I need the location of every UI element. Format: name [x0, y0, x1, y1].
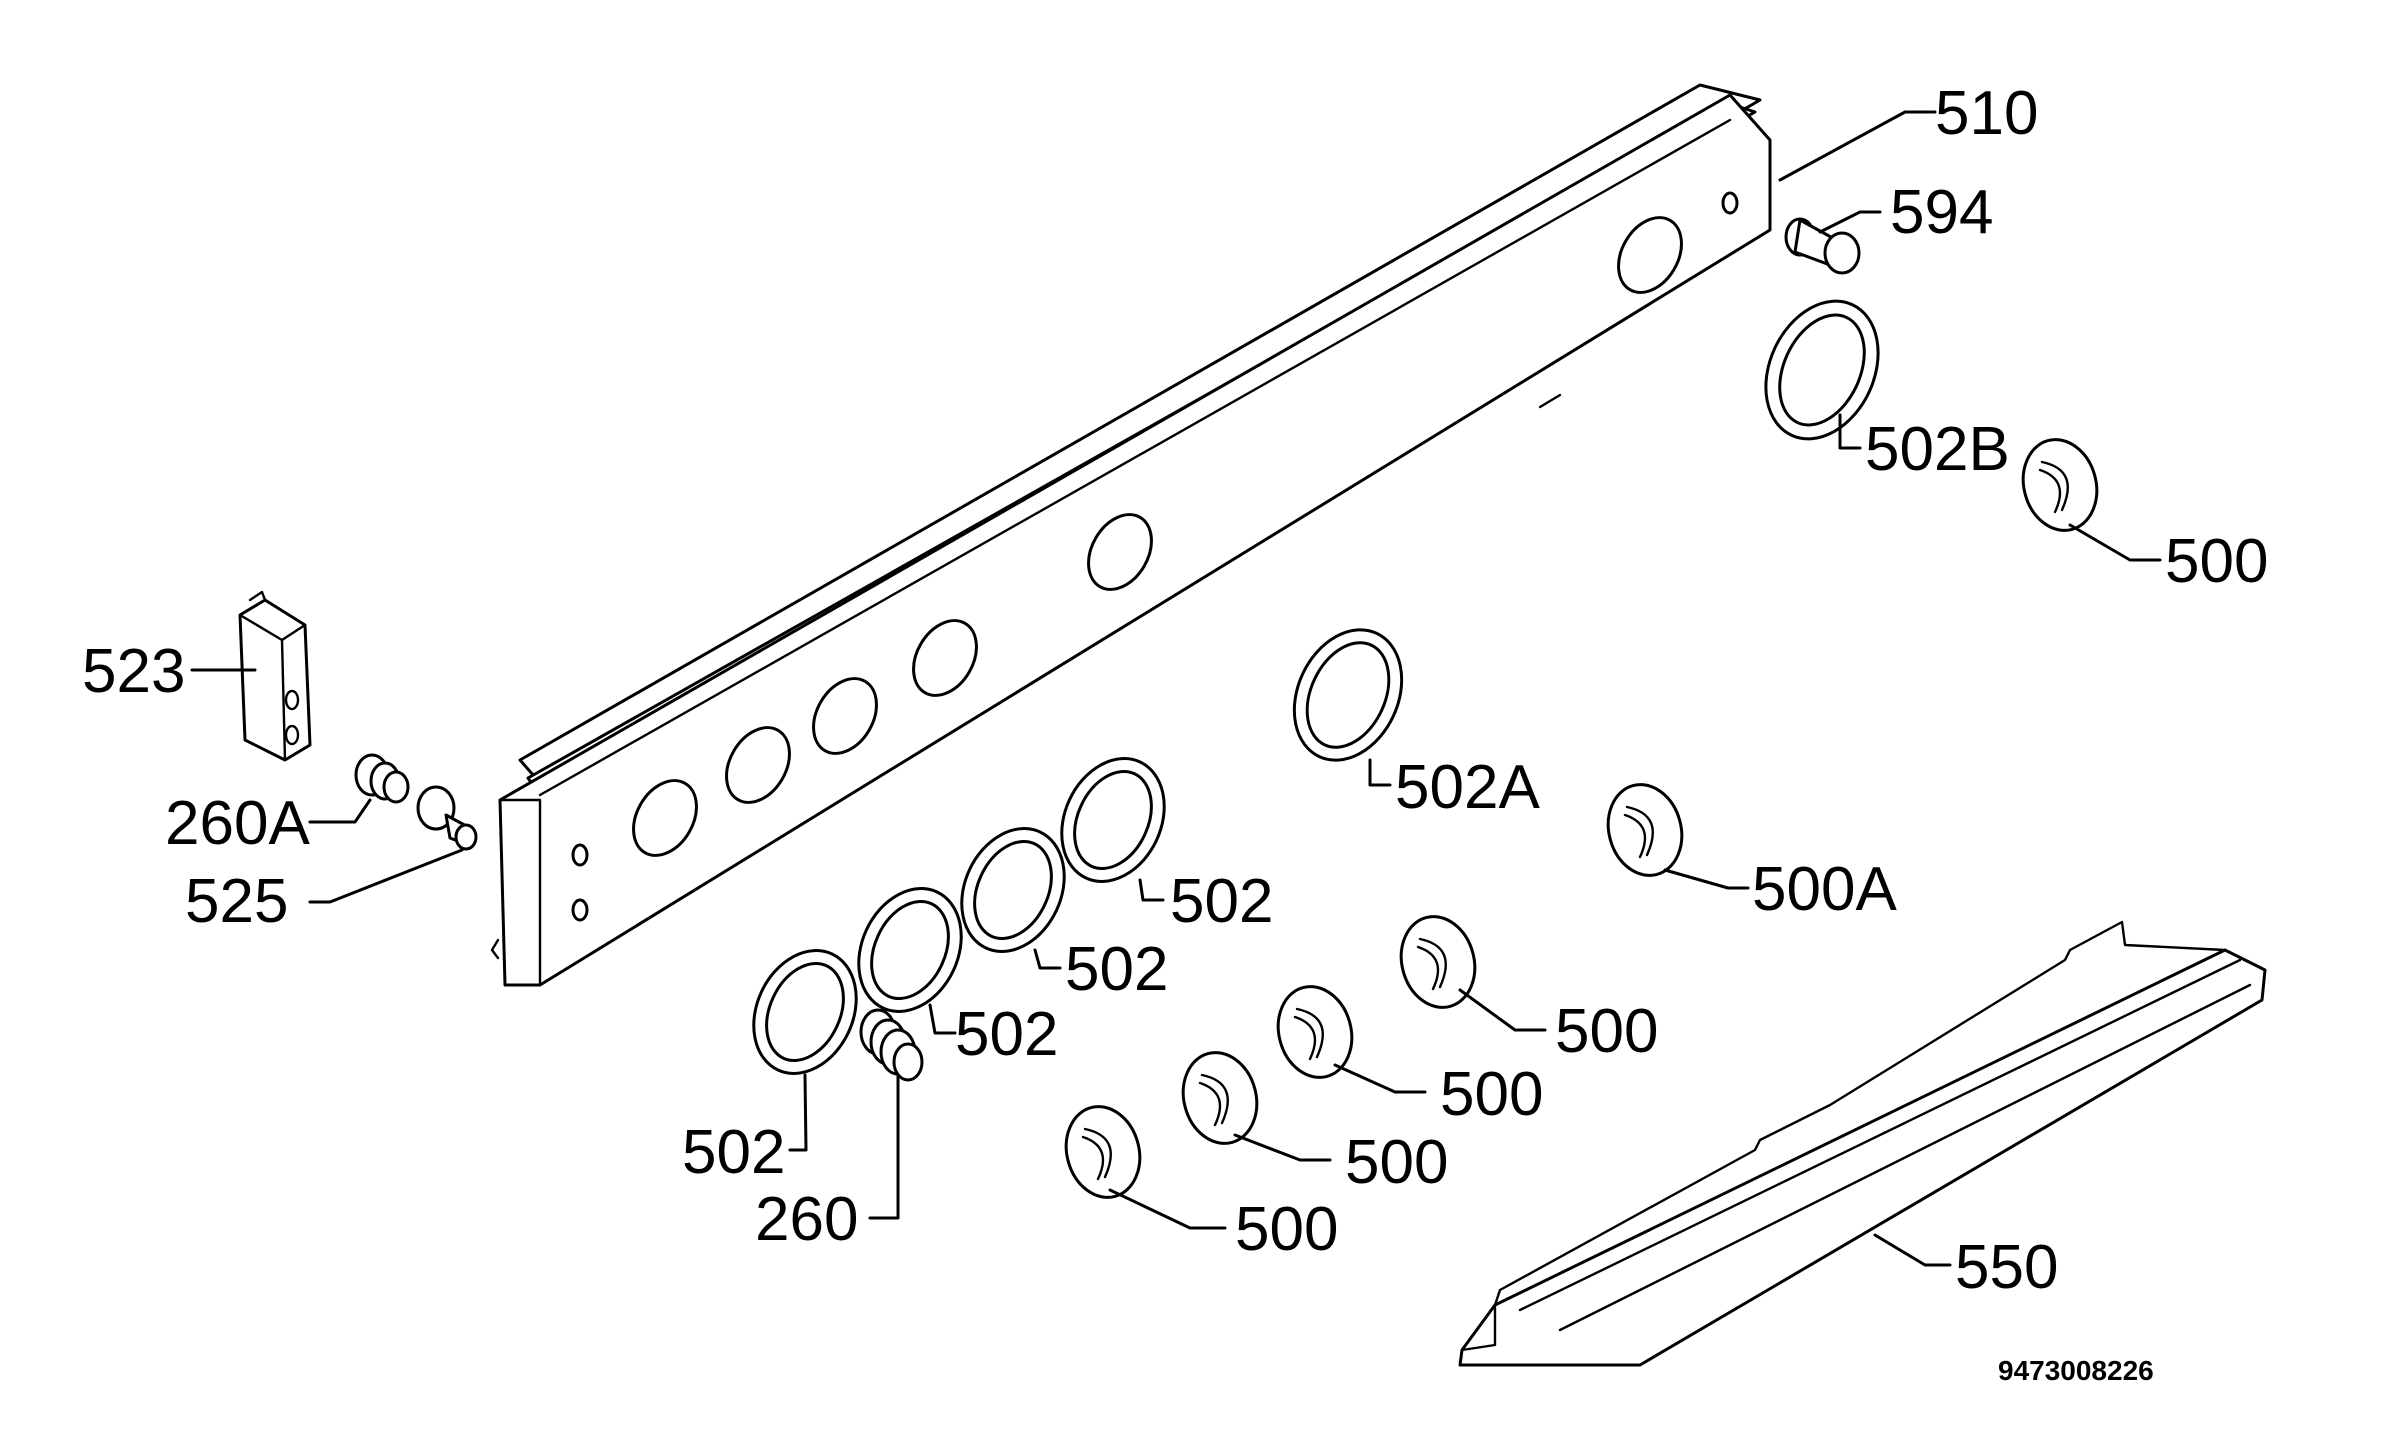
label-502B: 502B — [1865, 415, 2010, 484]
label-525: 525 — [185, 867, 288, 936]
label-260A: 260A — [165, 789, 310, 858]
label-502A: 502A — [1395, 753, 1540, 822]
label-502-1: 502 — [682, 1118, 785, 1187]
label-260: 260 — [755, 1185, 858, 1254]
spring-260A — [354, 753, 410, 804]
label-500-1: 500 — [1555, 997, 1658, 1066]
document-number: 9473008226 — [1998, 1355, 2154, 1386]
label-500-2: 500 — [1440, 1060, 1543, 1129]
label-500-4: 500 — [1235, 1195, 1338, 1264]
ring-502-2 — [857, 887, 963, 1013]
label-550: 550 — [1955, 1233, 2058, 1302]
knob-500-4 — [1064, 1105, 1142, 1199]
knob-500-1 — [1399, 915, 1477, 1009]
bolt-594 — [1784, 217, 1861, 275]
label-500-3: 500 — [1345, 1128, 1448, 1197]
bolt-525 — [416, 785, 478, 851]
label-502-3: 502 — [1065, 935, 1168, 1004]
bracket-523 — [238, 590, 312, 762]
ring-502-3 — [960, 827, 1066, 953]
knob-500-right — [2021, 438, 2099, 532]
label-594: 594 — [1890, 178, 1993, 247]
label-500A: 500A — [1752, 855, 1897, 924]
leader-lines — [190, 110, 2162, 1267]
part-labels: 510 594 502B 500 523 260A 525 502A 500A … — [82, 79, 2268, 1386]
knob-500-2 — [1276, 985, 1354, 1079]
label-510: 510 — [1935, 79, 2038, 148]
ring-502A — [1292, 628, 1404, 762]
label-502-2: 502 — [955, 1000, 1058, 1069]
label-500-right: 500 — [2165, 527, 2268, 596]
knob-500A — [1606, 783, 1684, 877]
label-502-4: 502 — [1170, 867, 1273, 936]
ring-502-4 — [1060, 757, 1166, 883]
label-523: 523 — [82, 637, 185, 706]
control-panel-510 — [490, 83, 1772, 987]
spring-260 — [859, 1008, 924, 1082]
ring-502-1 — [752, 949, 858, 1075]
trim-strip-550 — [1458, 920, 2267, 1367]
knob-500-3 — [1181, 1051, 1259, 1145]
ring-502B — [1764, 299, 1880, 441]
